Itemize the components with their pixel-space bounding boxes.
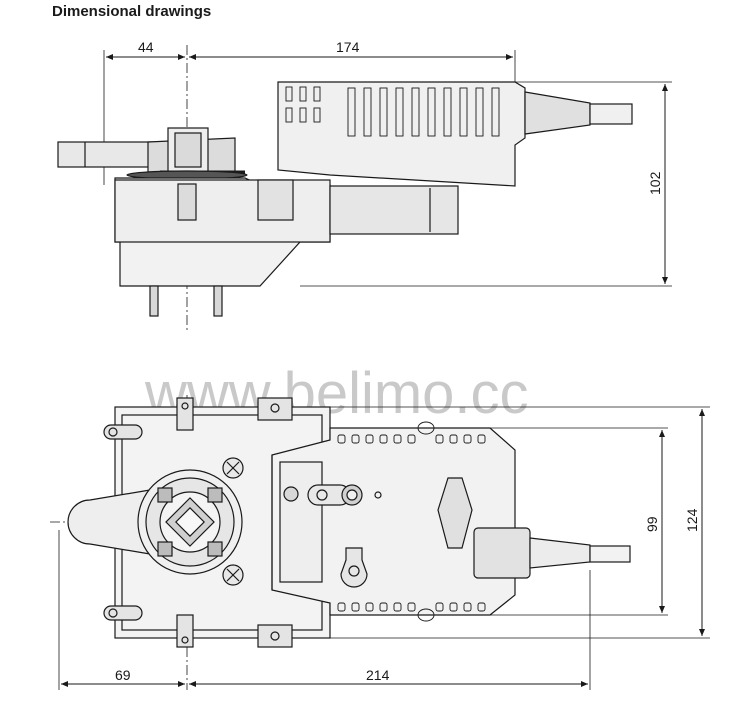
top-view-dimensions	[61, 409, 705, 687]
dim-label-214: 214	[366, 667, 390, 683]
side-view-dimensions	[106, 54, 668, 284]
dim-label-69: 69	[115, 667, 131, 683]
top-view-drawing	[50, 395, 710, 690]
dim-label-44: 44	[138, 39, 154, 55]
dim-label-124: 124	[684, 508, 700, 532]
side-view-drawing	[57, 45, 672, 330]
dim-label-102: 102	[647, 171, 663, 195]
page-title: Dimensional drawings	[52, 3, 212, 20]
dim-label-99: 99	[644, 516, 660, 532]
dim-label-174: 174	[336, 39, 360, 55]
